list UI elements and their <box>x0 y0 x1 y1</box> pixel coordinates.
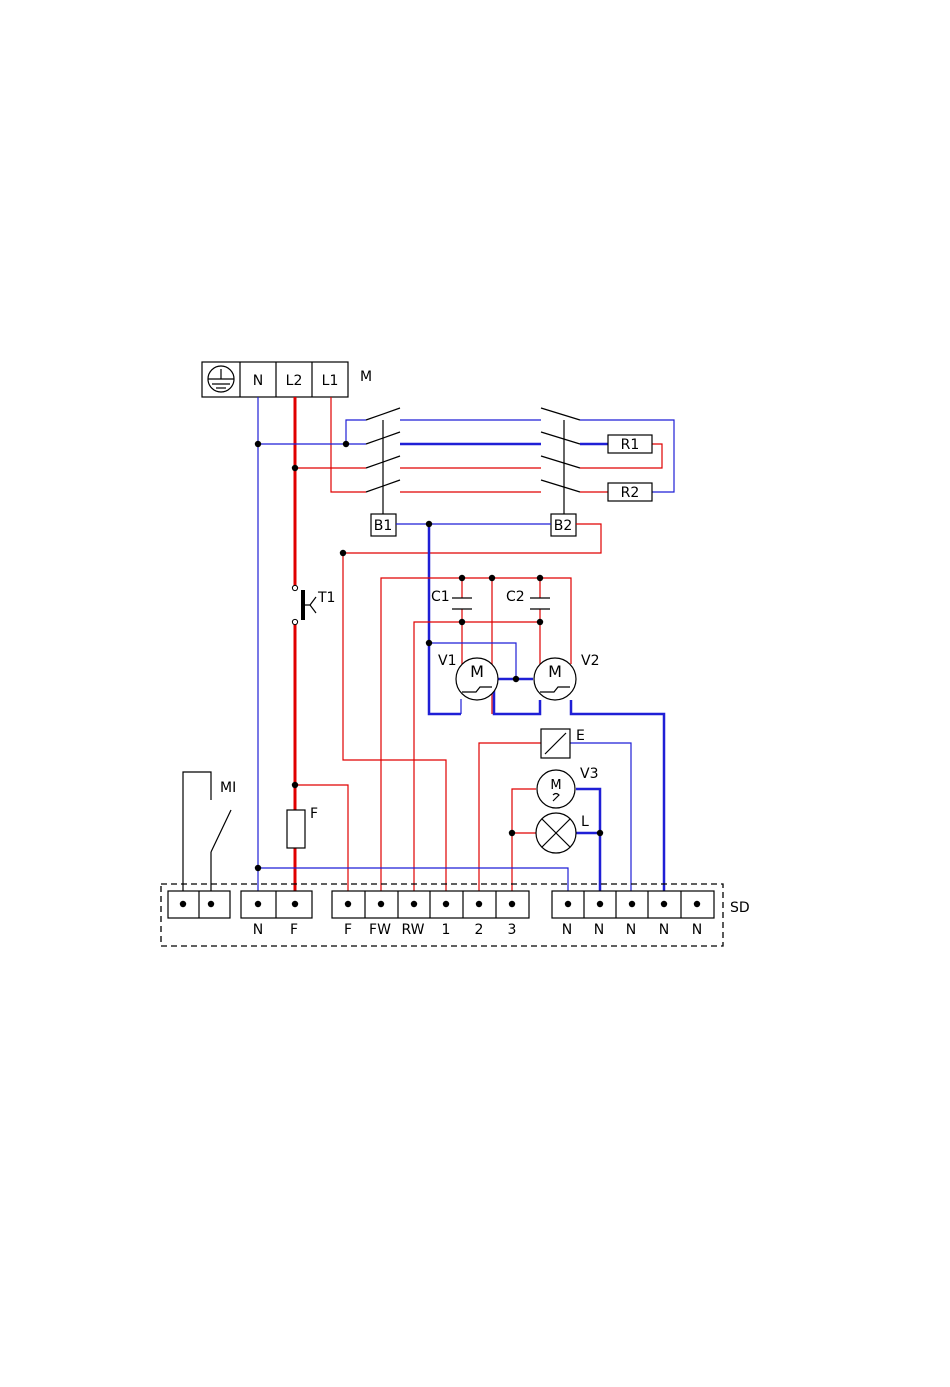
svg-text:F: F <box>310 806 318 822</box>
capacitor-c1: C1 <box>431 589 472 609</box>
fuse-f: F <box>287 806 318 848</box>
svg-text:C1: C1 <box>431 589 450 605</box>
svg-text:B1: B1 <box>374 518 393 534</box>
svg-text:F: F <box>290 922 298 938</box>
switch-b2-box: B2 <box>551 514 576 536</box>
heater-r1: R1 <box>608 435 652 453</box>
thermostat-t1: T1 <box>292 585 335 624</box>
svg-text:M: M <box>470 662 484 681</box>
svg-text:N: N <box>659 922 669 938</box>
svg-text:N: N <box>626 922 636 938</box>
svg-text:2: 2 <box>475 922 484 938</box>
terminal-strip-label: SD <box>730 900 750 916</box>
switch-mi: MI <box>183 772 236 904</box>
terminal-strip-sd: SD N F F FW RW 1 2 3 <box>161 884 750 946</box>
svg-text:V2: V2 <box>581 653 599 669</box>
capacitor-c2: C2 <box>506 589 550 609</box>
svg-text:M: M <box>548 662 562 681</box>
svg-text:L: L <box>581 814 589 830</box>
svg-text:RW: RW <box>401 922 424 938</box>
svg-text:T1: T1 <box>317 590 335 606</box>
earth-ground-icon <box>208 366 234 392</box>
mains-terminal-n: N <box>253 373 263 389</box>
svg-text:MI: MI <box>220 780 236 796</box>
svg-text:V1: V1 <box>438 653 456 669</box>
mains-terminal-l1: L1 <box>322 373 339 389</box>
svg-text:M: M <box>550 778 561 793</box>
svg-text:N: N <box>594 922 604 938</box>
svg-text:V3: V3 <box>580 766 598 782</box>
svg-text:N: N <box>562 922 572 938</box>
svg-text:R1: R1 <box>621 437 640 453</box>
svg-text:B2: B2 <box>554 518 573 534</box>
svg-text:F: F <box>344 922 352 938</box>
switch-right <box>541 408 580 514</box>
motor-v1: M V1 <box>438 653 498 700</box>
mains-terminal-block: N L2 L1 M <box>202 362 372 397</box>
mains-label: M <box>360 369 372 385</box>
element-e: E <box>541 728 585 758</box>
heater-r2: R2 <box>608 483 652 501</box>
switch-b1-box: B1 <box>371 514 396 536</box>
svg-text:E: E <box>576 728 585 744</box>
switch-left <box>258 408 400 514</box>
svg-text:N: N <box>692 922 702 938</box>
svg-text:N: N <box>253 922 263 938</box>
motor-v3: M V3 <box>537 766 598 808</box>
svg-text:C2: C2 <box>506 589 525 605</box>
motor-v2: M V2 <box>534 653 599 700</box>
mains-terminal-l2: L2 <box>286 373 303 389</box>
svg-text:3: 3 <box>508 922 517 938</box>
svg-text:R2: R2 <box>621 485 640 501</box>
svg-text:FW: FW <box>369 922 391 938</box>
svg-text:1: 1 <box>442 922 451 938</box>
